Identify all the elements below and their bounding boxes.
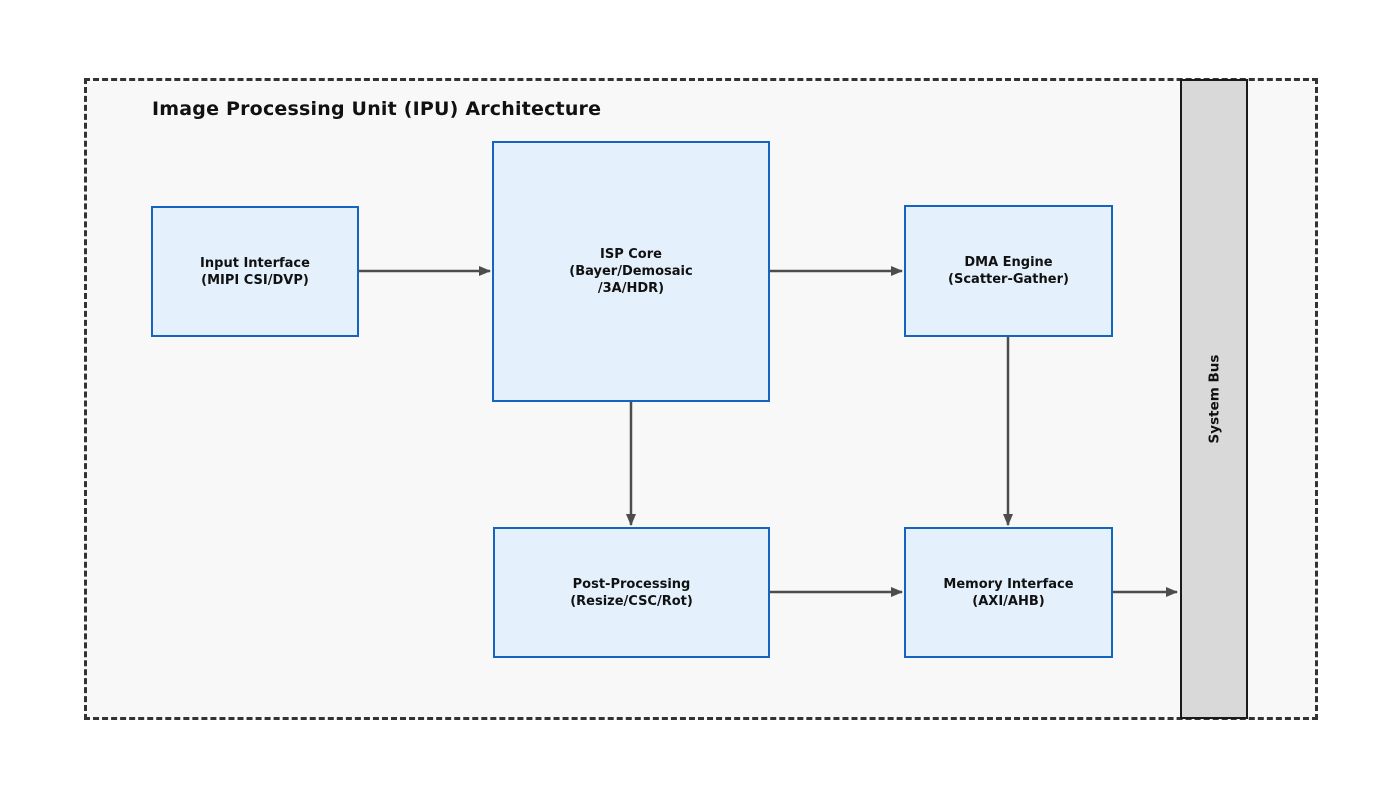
block-post-processing: Post-Processing (Resize/CSC/Rot) [493,527,770,658]
block-isp-core: ISP Core (Bayer/Demosaic /3A/HDR) [492,141,770,402]
block-memory-interface: Memory Interface (AXI/AHB) [904,527,1113,658]
block-input-interface-label-line2: (MIPI CSI/DVP) [201,272,309,288]
block-post-processing-label-line2: (Resize/CSC/Rot) [570,593,693,609]
system-bus-label: System Bus [1206,354,1222,444]
block-memory-interface-label-line1: Memory Interface [943,576,1074,592]
block-dma-engine-label-line1: DMA Engine [964,255,1053,270]
block-post-processing-label-line1: Post-Processing [572,576,691,592]
block-input-interface-label-line1: Input Interface [200,255,310,271]
block-isp-core-label-line1: ISP Core [600,247,662,262]
block-dma-engine: DMA Engine (Scatter-Gather) [904,205,1113,337]
diagram-title: Image Processing Unit (IPU) Architecture [152,98,602,120]
block-isp-core-label-line3: /3A/HDR) [597,281,665,296]
block-dma-engine-label-line2: (Scatter-Gather) [948,272,1069,287]
block-isp-core-label-line2: (Bayer/Demosaic [569,264,693,279]
block-input-interface: Input Interface (MIPI CSI/DVP) [151,206,359,337]
system-bus-bar: System Bus [1180,79,1248,719]
block-memory-interface-label-line2: (AXI/AHB) [972,593,1045,609]
